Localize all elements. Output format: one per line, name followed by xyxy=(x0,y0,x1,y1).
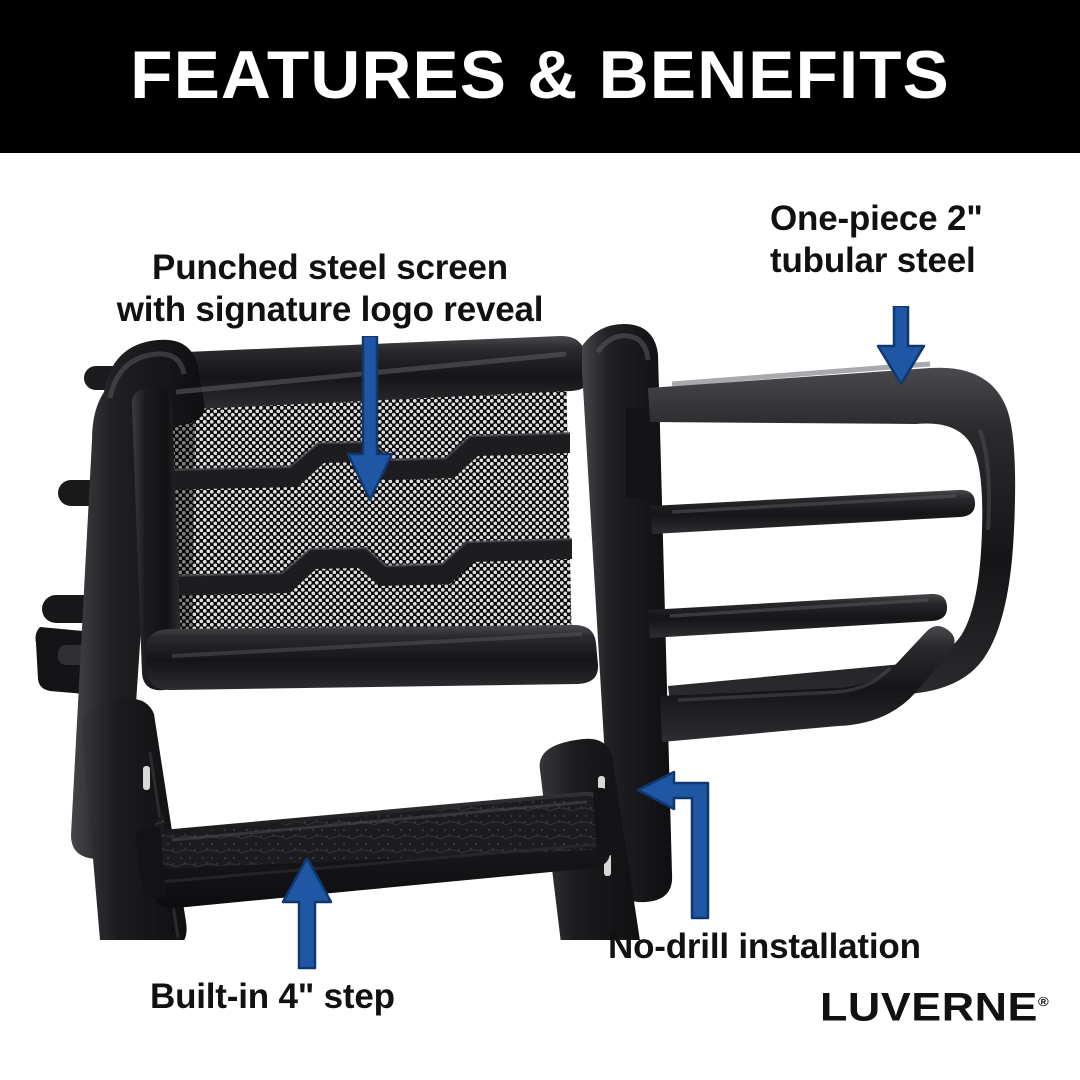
luverne-wordmark: LUVERNE xyxy=(820,985,1038,1030)
registered-trademark-symbol: ® xyxy=(1037,994,1049,1009)
headlight-guard-lower-bar xyxy=(660,625,955,742)
arrow-no-drill-installation-icon xyxy=(636,770,710,920)
arrow-punched-steel-screen-icon xyxy=(346,336,394,502)
product-image-grille-guard xyxy=(35,324,1016,940)
center-post-tube xyxy=(582,324,673,903)
screen-inner-frame xyxy=(131,387,599,691)
built-in-step xyxy=(135,787,620,909)
headlight-guard-loop xyxy=(648,361,1016,718)
callout-label-punched-steel-screen: Punched steel screen with signature logo… xyxy=(116,248,544,329)
callout-label-built-in-step: Built-in 4" step xyxy=(150,977,395,1016)
callout-label-no-drill-installation: No-drill installation xyxy=(608,927,921,966)
header-bar xyxy=(0,0,1080,153)
arrow-one-piece-tubular-steel-icon xyxy=(876,306,926,386)
arrow-built-in-step-icon xyxy=(281,858,333,970)
callout-label-one-piece-tubular-steel: One-piece 2" tubular steel xyxy=(770,199,983,280)
page-title: FEATURES & BENEFITS xyxy=(130,37,950,113)
luverne-logo: LUVERNE® xyxy=(820,982,1049,1027)
headlight-guard-bars xyxy=(648,489,976,638)
